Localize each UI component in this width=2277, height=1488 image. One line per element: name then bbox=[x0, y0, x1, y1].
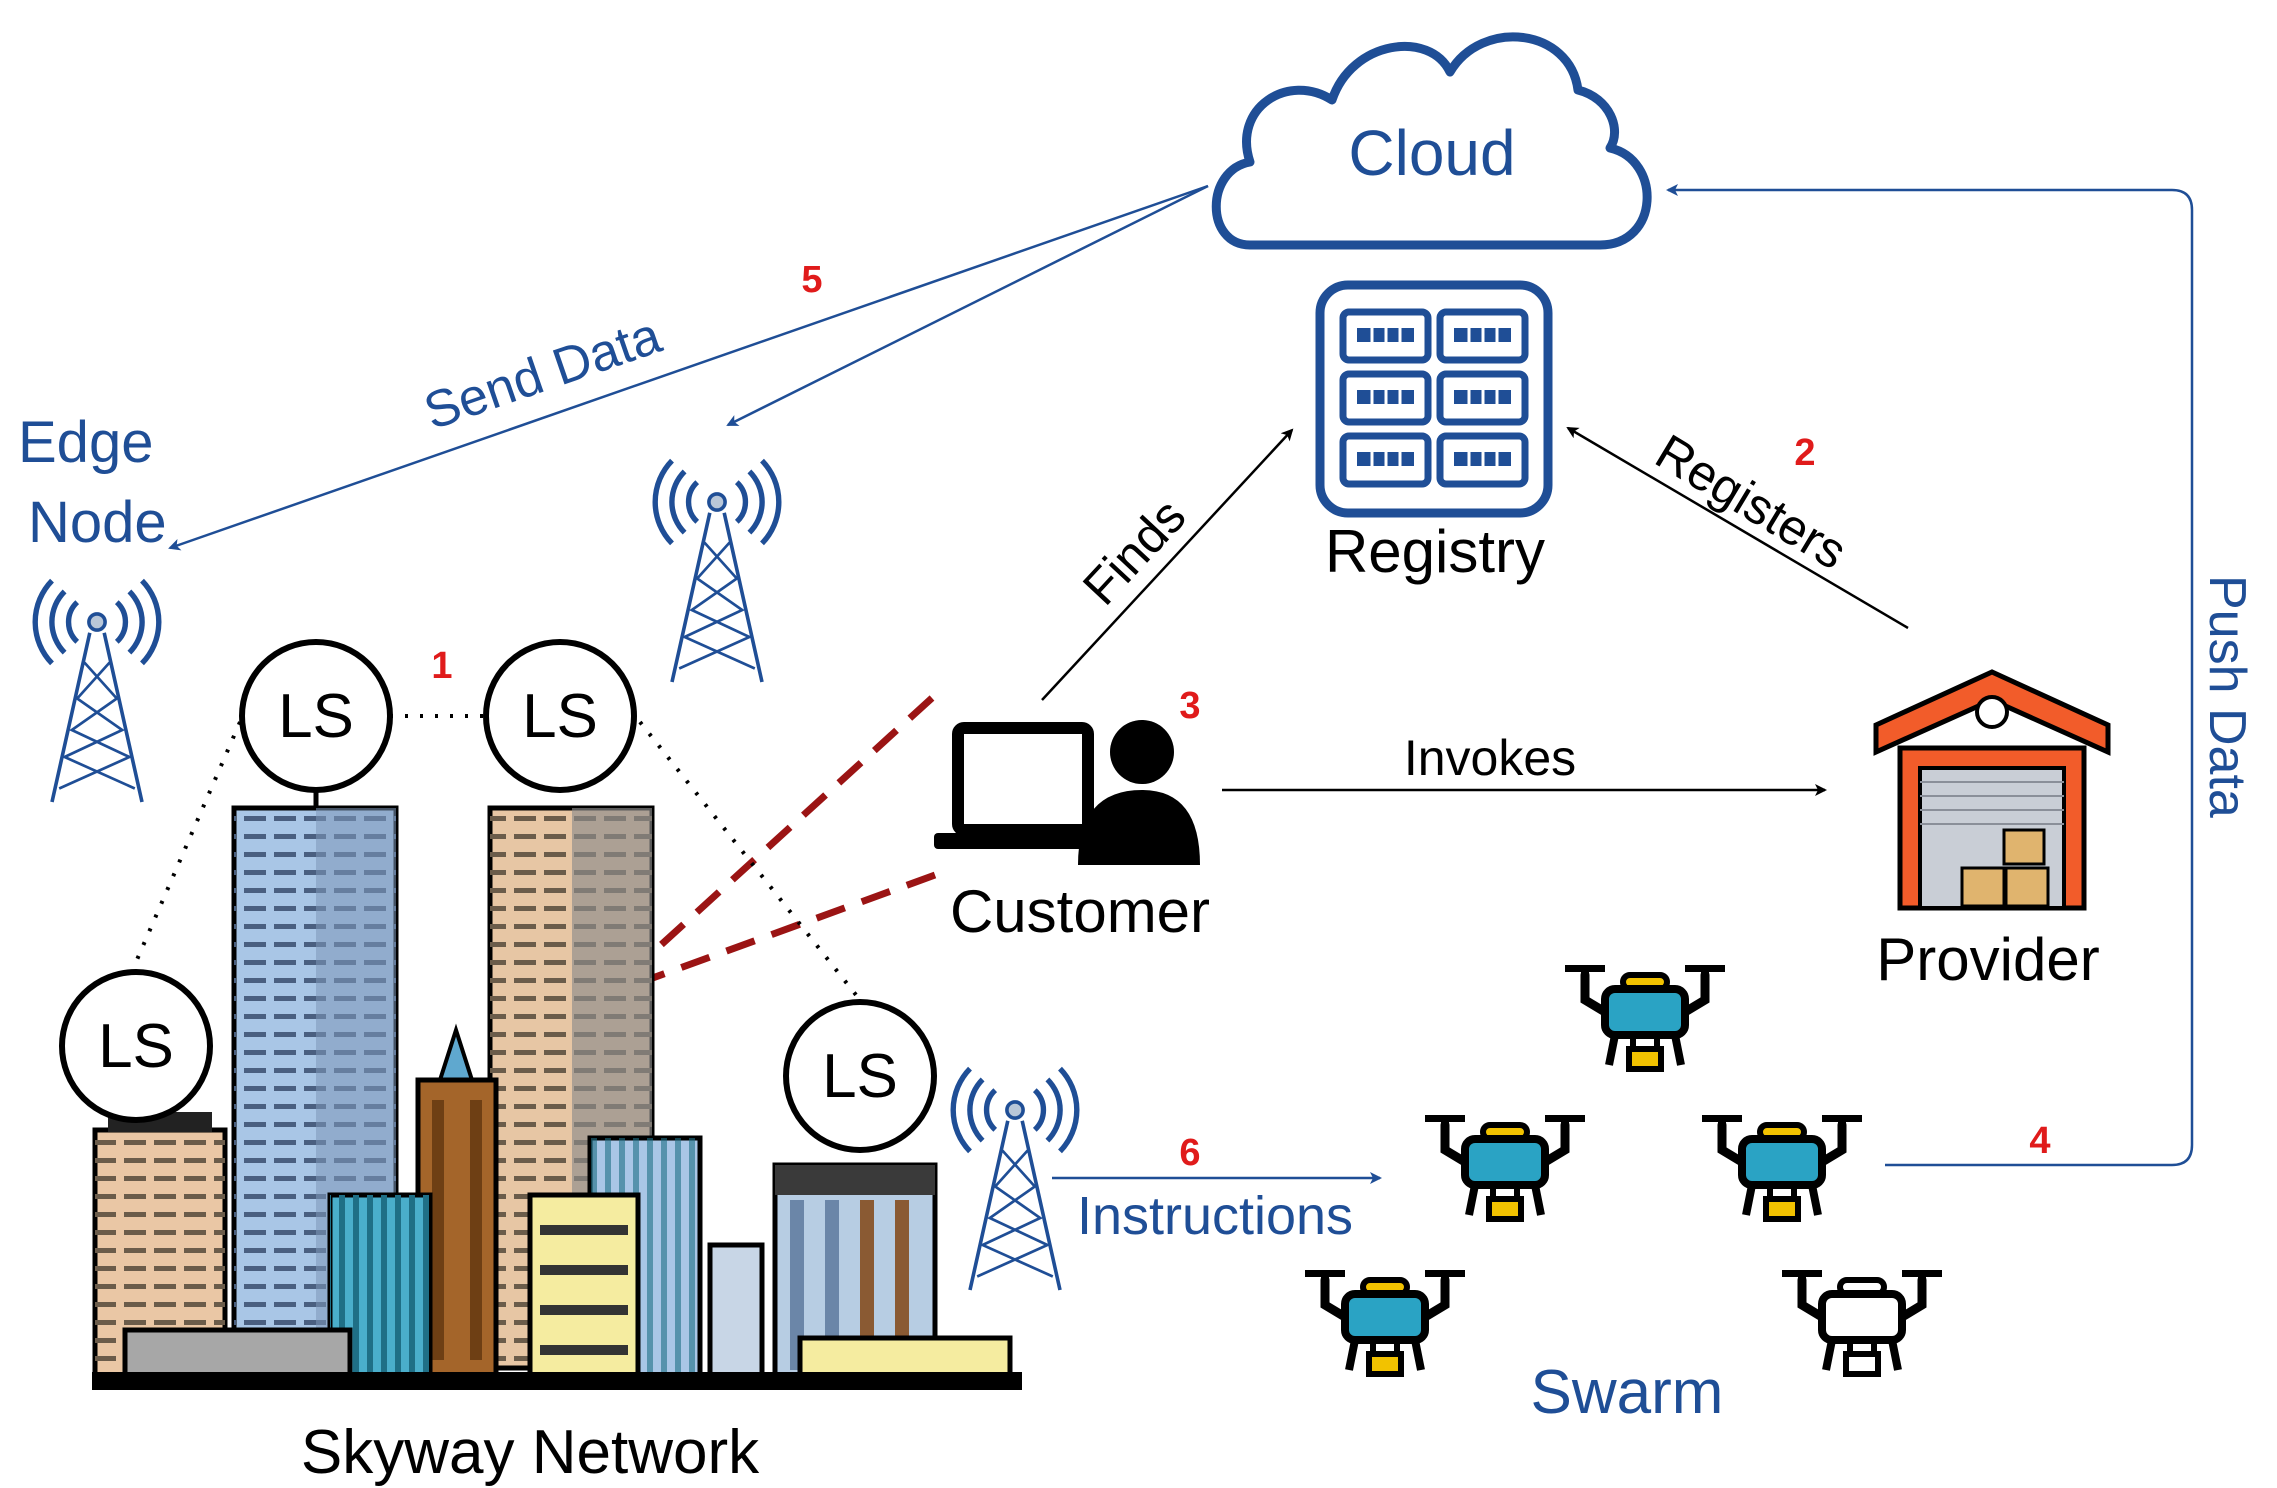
step-number-5: 5 bbox=[801, 259, 822, 301]
drone-top bbox=[1565, 965, 1725, 1069]
dashed-link-lower bbox=[604, 871, 937, 999]
step-number-3: 3 bbox=[1179, 685, 1200, 727]
ls-label: LS bbox=[822, 1042, 898, 1111]
drone-icon bbox=[1425, 1115, 1585, 1219]
edge-node-label-line2: Node bbox=[28, 490, 167, 555]
ls-label: LS bbox=[278, 682, 354, 751]
push-data-arrow bbox=[1666, 184, 2194, 1167]
edge-tower-left bbox=[35, 581, 159, 802]
edge-node-label-line1: Edge bbox=[18, 410, 153, 475]
ls-label: LS bbox=[522, 682, 598, 751]
ls-node-left: LS bbox=[59, 969, 213, 1123]
edge-tower-bottom bbox=[953, 1069, 1077, 1290]
antenna-tower-icon bbox=[655, 461, 779, 682]
registers-arrow bbox=[1566, 426, 1909, 630]
step-number-2: 2 bbox=[1794, 432, 1815, 474]
step-number-1: 1 bbox=[431, 645, 452, 687]
ls-node-top-left: LS bbox=[239, 639, 393, 793]
antenna-tower-icon bbox=[953, 1069, 1077, 1290]
swarm-label: Swarm bbox=[1531, 1358, 1724, 1427]
invokes-label: Invokes bbox=[1404, 730, 1576, 786]
finds-arrow bbox=[1041, 428, 1294, 701]
customer-label: Customer bbox=[950, 878, 1210, 945]
city-buildings-icon bbox=[92, 790, 1022, 1390]
laptop-user-icon bbox=[934, 720, 1200, 865]
drone-bottom-right bbox=[1782, 1270, 1942, 1374]
ls-label: LS bbox=[98, 1012, 174, 1081]
dashed-link-upper bbox=[603, 695, 935, 998]
registers-label: Registers bbox=[1646, 423, 1856, 580]
instructions-label: Instructions bbox=[1077, 1186, 1353, 1246]
skyway-network-label: Skyway Network bbox=[301, 1418, 760, 1487]
step-number-6: 6 bbox=[1179, 1132, 1200, 1174]
drone-icon bbox=[1565, 965, 1725, 1069]
ls-dotted-links bbox=[134, 714, 862, 1002]
push-data-label: Push Data bbox=[2198, 575, 2256, 818]
send-data-arrow bbox=[168, 184, 1209, 551]
cloud-icon bbox=[1211, 32, 1652, 250]
ls-node-top-right: LS bbox=[483, 639, 637, 793]
drone-icon bbox=[1305, 1270, 1465, 1374]
drone-icon bbox=[1702, 1115, 1862, 1219]
warehouse-icon bbox=[1873, 669, 2111, 911]
server-rack-icon bbox=[1315, 280, 1553, 518]
edge-tower-mid bbox=[655, 461, 779, 682]
ls-node-right: LS bbox=[783, 999, 937, 1153]
registry-label: Registry bbox=[1325, 518, 1545, 585]
antenna-tower-icon bbox=[35, 581, 159, 802]
cloud-label: Cloud bbox=[1348, 117, 1515, 189]
drone-bottom-left bbox=[1305, 1270, 1465, 1374]
drone-mid-left bbox=[1425, 1115, 1585, 1219]
provider-label: Provider bbox=[1876, 926, 2099, 993]
drone-icon bbox=[1782, 1270, 1942, 1374]
send-data-label: Send Data bbox=[417, 306, 668, 441]
step-number-4: 4 bbox=[2029, 1120, 2050, 1162]
send-data-arrow-2 bbox=[726, 184, 1209, 427]
drone-mid-right bbox=[1702, 1115, 1862, 1219]
